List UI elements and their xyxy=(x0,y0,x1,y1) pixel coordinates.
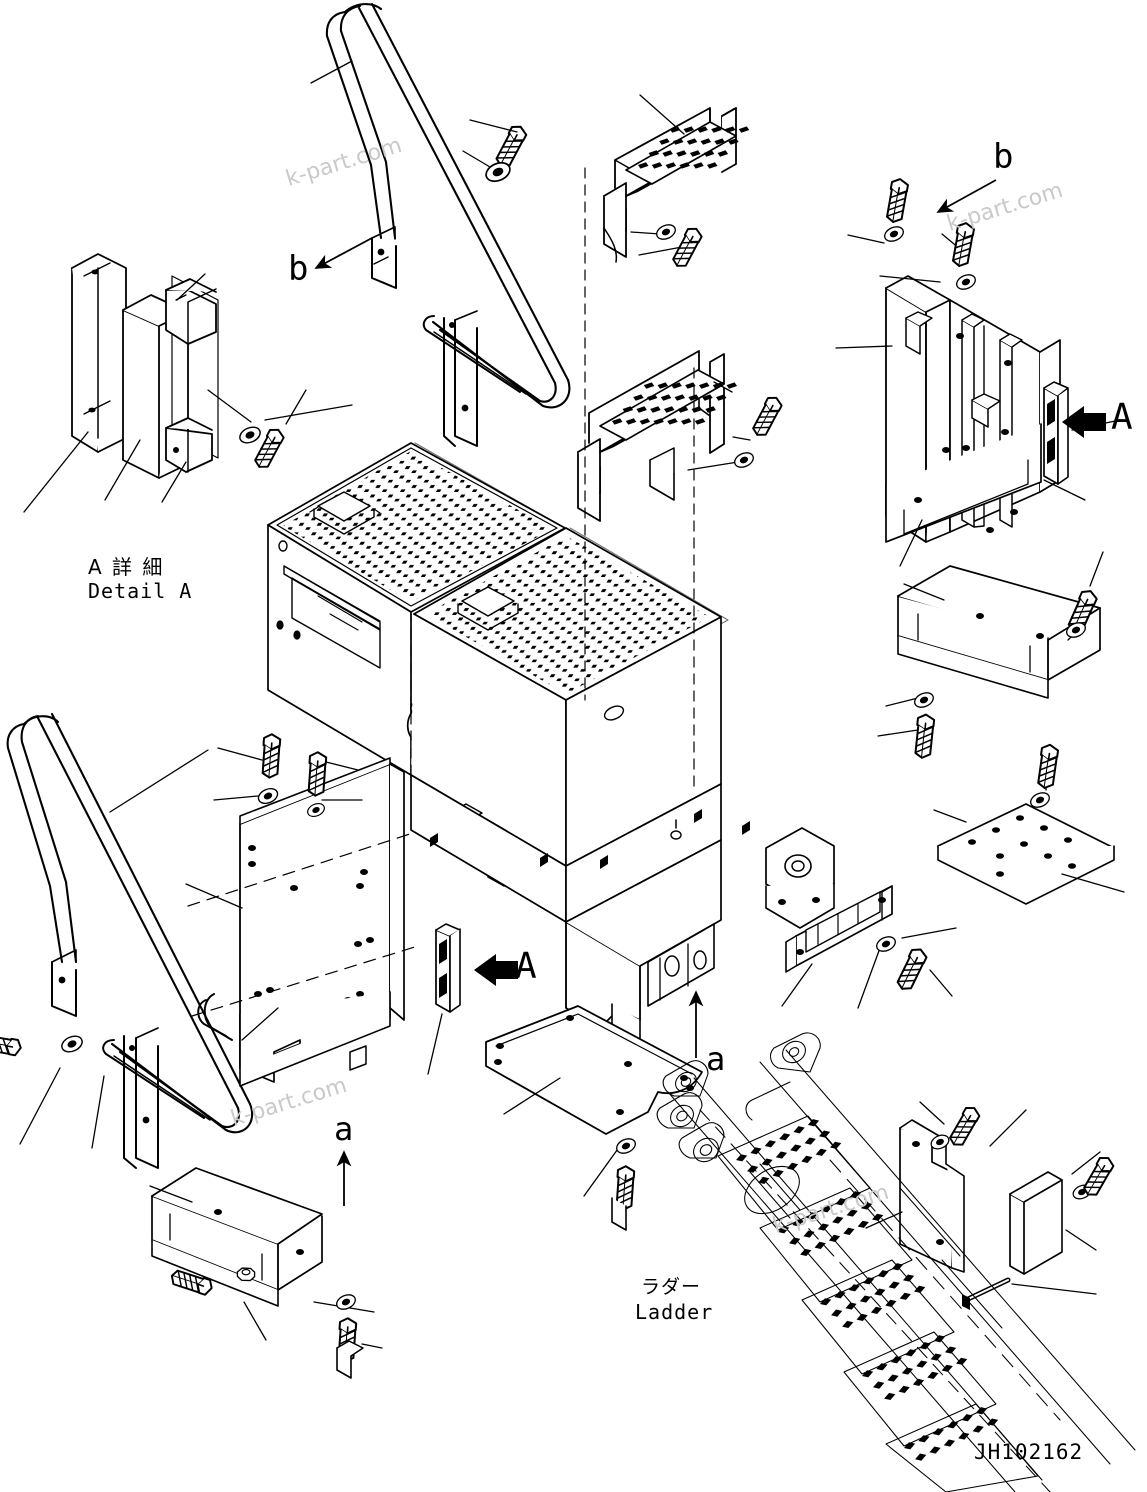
part-cover-right-large xyxy=(885,275,1069,543)
part-bracket-right-middle xyxy=(897,565,1101,699)
section-marker-a-small-center: a xyxy=(706,1040,726,1078)
hardware-bracket-bottom-left xyxy=(168,1267,364,1379)
arrow-section-b-upper-right xyxy=(936,179,997,213)
ladder-label-jp: ラダー xyxy=(641,1276,702,1298)
hardware-cover-right xyxy=(881,176,979,293)
section-marker-b-upper-left: b xyxy=(288,249,309,289)
section-marker-a-small-left: a xyxy=(334,1110,354,1148)
hardware-floor-plate xyxy=(611,1135,639,1231)
part-step-bracket-center xyxy=(785,885,893,973)
part-handrail-upper xyxy=(325,2,571,447)
ladder-label-en: Ladder xyxy=(635,1300,714,1324)
part-strike-plate-center xyxy=(435,923,461,1013)
part-machine-body xyxy=(267,167,835,1043)
callout-arrows xyxy=(314,179,1106,1206)
part-strip-bottom-right xyxy=(1009,1171,1063,1275)
detail-a-label-en: Detail A xyxy=(88,579,193,603)
part-floor-plate-center xyxy=(485,1005,703,1135)
arrow-section-a-lower xyxy=(474,954,518,986)
part-step-plate-bottom-right xyxy=(899,1119,965,1273)
section-marker-a-upper: A xyxy=(1111,397,1133,438)
hardware-handrail-lower xyxy=(0,1032,86,1058)
part-handrail-lower xyxy=(6,712,253,1169)
part-step-middle xyxy=(577,350,740,522)
section-marker-a-lower: A xyxy=(515,946,537,987)
detail-a-assembly xyxy=(71,253,287,479)
arrow-section-a-upper xyxy=(1062,406,1106,438)
part-bracket-bottom-left xyxy=(151,1167,323,1307)
hardware-handrail-upper xyxy=(462,119,530,186)
part-step-upper xyxy=(603,107,752,263)
part-plate-right-perforated xyxy=(937,803,1115,905)
part-ladder-assembly xyxy=(656,1032,1136,1492)
detail-a-label-jp: A 詳 細 xyxy=(88,555,165,579)
hardware-step-bracket xyxy=(873,933,930,994)
part-cover-left-large xyxy=(187,757,419,1087)
drawing-number: JH102162 xyxy=(974,1440,1084,1464)
hardware-step-middle xyxy=(731,393,785,471)
part-pin-lower-right xyxy=(962,1277,1011,1310)
hardware-plate-right xyxy=(1027,742,1060,811)
hardware-step-upper xyxy=(653,221,705,271)
arrow-section-b-upper-left xyxy=(314,237,373,269)
section-marker-b-upper-right: b xyxy=(993,137,1014,177)
